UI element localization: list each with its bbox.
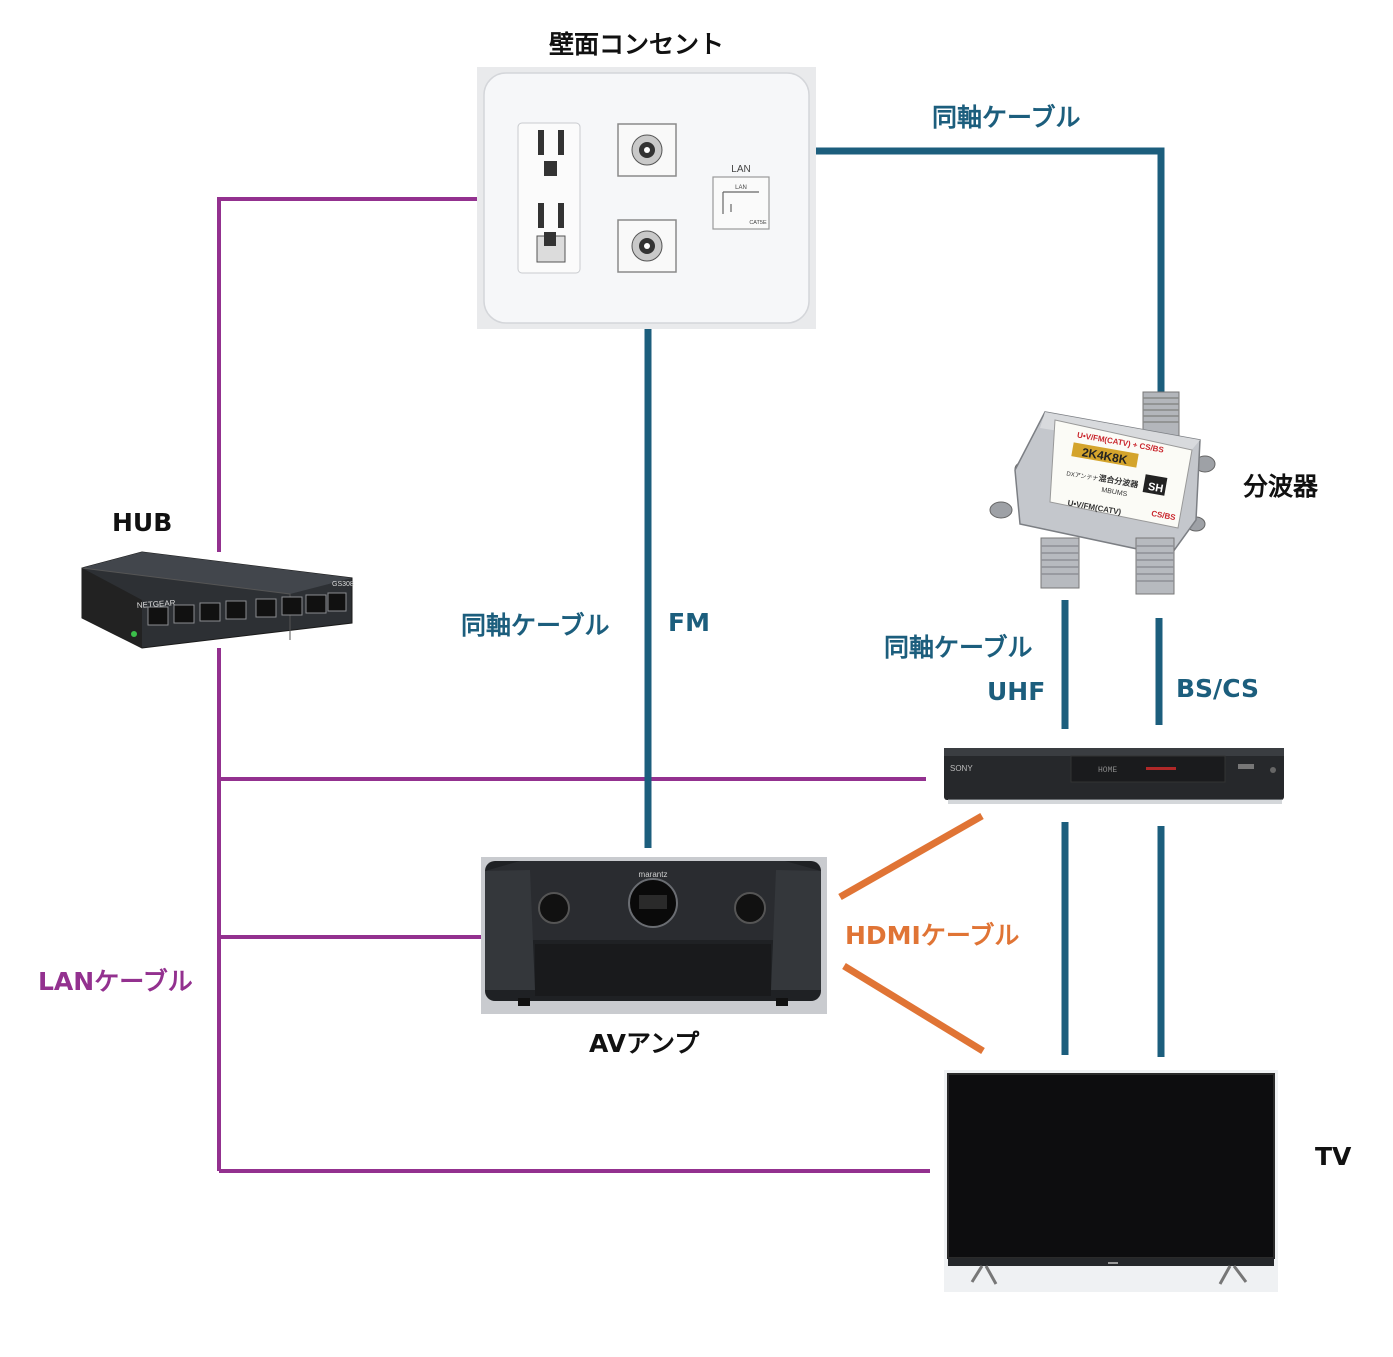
hub-brand: NETGEAR [137, 598, 176, 610]
power-socket-icon [517, 122, 581, 274]
tv-label: TV [1315, 1142, 1352, 1171]
coax-splitter-label: 同軸ケーブル [884, 633, 1033, 662]
amp-brand: marantz [639, 870, 668, 879]
splitter-label: 分波器 [1243, 472, 1319, 501]
outlet-lan-label: LAN [731, 164, 750, 175]
wall-outlet-label: 壁面コンセント [549, 30, 725, 59]
splitter-output-bscs [1135, 537, 1175, 595]
lan-cable-label: LANケーブル [38, 967, 193, 996]
hdmi-recorder-to-amp [838, 812, 984, 901]
av-amplifier: marantz [481, 857, 827, 1014]
coax-port-icon [617, 219, 677, 273]
hdmi-cables [838, 812, 985, 1054]
wall-outlet: LAN LAN CAT5E [477, 67, 816, 329]
hub-label: HUB [112, 508, 173, 537]
uhf-label: UHF [987, 677, 1046, 706]
television [944, 1070, 1278, 1292]
coax-outlet-to-splitter [651, 147, 1165, 398]
blu-ray-recorder: SONY HOME [944, 748, 1284, 804]
coax-top-label: 同軸ケーブル [932, 103, 1081, 132]
coax-port-icon [617, 123, 677, 177]
splitter-line6: CS/BS [1151, 509, 1177, 522]
splitter-sh: SH [1147, 481, 1164, 495]
outlet-cat-label: CAT5E [749, 220, 767, 226]
recorder-home: HOME [1098, 766, 1117, 775]
coax-cables [644, 147, 1165, 1057]
bscs-label: BS/CS [1176, 674, 1260, 703]
hub-model: GS308 [332, 581, 354, 588]
splitter-device: U•V/FM(CATV) + CS/BS 2K4K8K DXアンテナ 混合分波器… [989, 391, 1216, 595]
recorder-brand: SONY [950, 764, 973, 773]
lan-port-icon: LAN LAN CAT5E [712, 164, 770, 230]
fm-label: FM [668, 608, 710, 637]
lan-cables [217, 197, 930, 1173]
outlet-lan-small-label: LAN [735, 185, 747, 191]
splitter-output-uhf [1040, 537, 1080, 589]
hdmi-label: HDMIケーブル [845, 921, 1020, 950]
splitter-line4: MBUMS [1101, 487, 1128, 498]
network-hub: NETGEAR GS308 [81, 551, 354, 649]
coax-fm-label: 同軸ケーブル [461, 611, 610, 640]
av-amp-label: AVアンプ [589, 1029, 700, 1058]
hdmi-amp-to-tv [842, 963, 985, 1054]
